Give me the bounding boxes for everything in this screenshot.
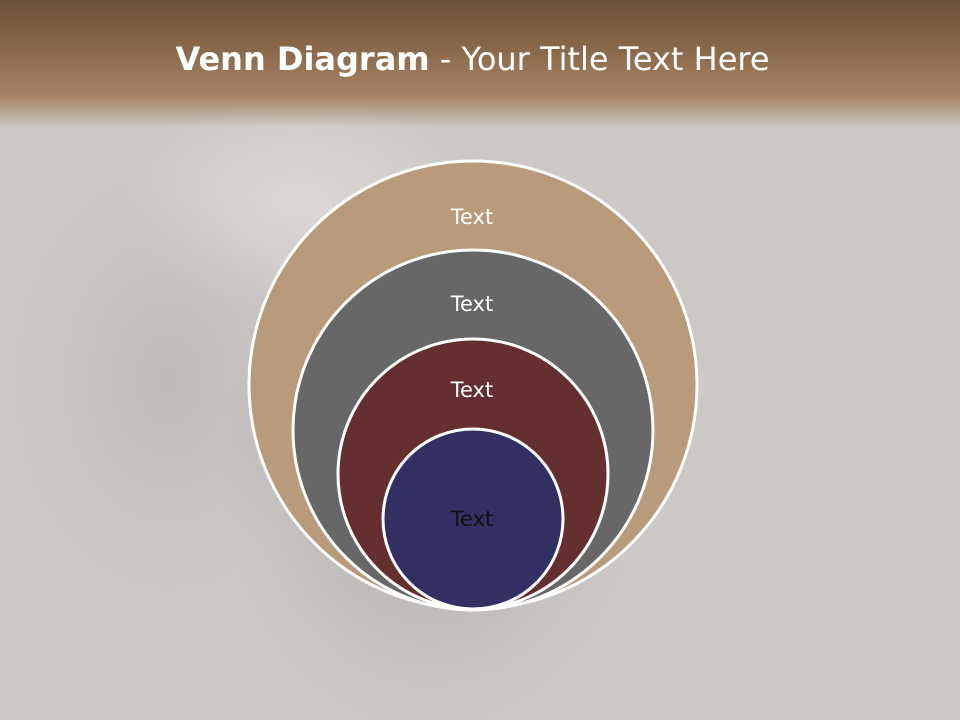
slide-title: Venn Diagram - Your Title Text Here: [0, 40, 945, 78]
slide-title-rest: - Your Title Text Here: [429, 40, 770, 78]
circle-inner: [381, 427, 565, 611]
title-bar: [0, 0, 960, 128]
circle-third-label: Text: [450, 378, 493, 402]
circle-outer-label: Text: [450, 205, 493, 229]
circle-second-label: Text: [450, 292, 493, 316]
slide-title-bold: Venn Diagram: [175, 40, 430, 78]
circle-inner-label: Text: [450, 507, 493, 531]
